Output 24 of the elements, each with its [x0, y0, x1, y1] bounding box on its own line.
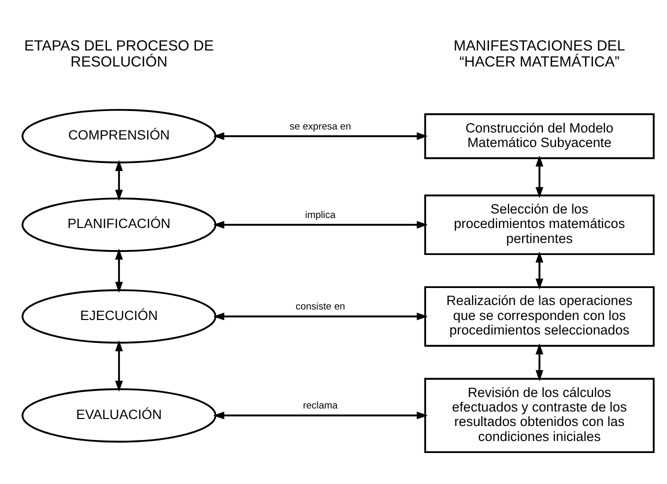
node-box: Selección de los procedimientos matemáticos pertinentes — [424, 194, 655, 255]
node-ellipse: EVALUACIÓN — [22, 388, 216, 442]
node-box: Realización de las operaciones que se corresponden con los procedimientos seleccionados — [424, 286, 655, 346]
node-ellipse: PLANIFICACIÓN — [22, 197, 216, 252]
arrow — [115, 248, 123, 292]
arrow — [115, 160, 123, 200]
node-ellipse: EJECUCIÓN — [22, 288, 216, 344]
arrow — [213, 220, 428, 228]
arrow — [536, 342, 544, 381]
edge-label: reclama — [302, 400, 338, 412]
label: MANIFESTACIONES DEL “HACER MATEMÁTICA” — [454, 38, 626, 70]
arrow — [213, 411, 428, 419]
arrow — [213, 132, 428, 140]
arrow — [536, 154, 544, 198]
arrow — [536, 250, 544, 290]
edge-label: se expresa en — [290, 120, 352, 132]
arrow — [115, 340, 123, 392]
node-box: Revisión de los cálculos efectuados y contraste de los resultados obtenidos con las condiciones iniciales — [424, 377, 655, 453]
edge-label: implica — [305, 209, 336, 220]
arrow — [213, 312, 428, 320]
node-ellipse: COMPRENSIÓN — [22, 108, 216, 163]
node-box: Construcción del Modelo Matemático Subyacente — [424, 112, 655, 159]
edge-label: consiste en — [296, 301, 346, 312]
label: ETAPAS DEL PROCESO DE RESOLUCIÓN — [24, 38, 214, 70]
